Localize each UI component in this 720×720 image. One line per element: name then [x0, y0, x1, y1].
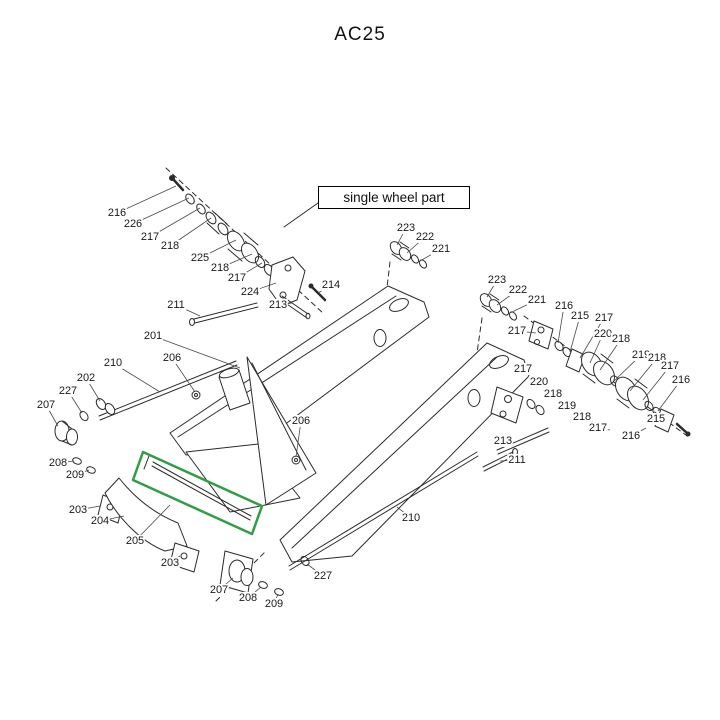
part-label-217: 217 — [593, 311, 615, 325]
part-label-223: 223 — [395, 221, 417, 235]
part-label-206: 206 — [161, 351, 183, 365]
part-label-215: 215 — [645, 412, 667, 426]
part-label-215: 215 — [569, 309, 591, 323]
fork-wheel — [373, 329, 387, 347]
part-label-216: 216 — [553, 299, 575, 313]
page-title: AC25 — [334, 24, 386, 45]
rod — [288, 451, 478, 567]
pin — [310, 285, 327, 302]
part-label-219: 219 — [630, 348, 652, 362]
part-label-216: 216 — [620, 429, 642, 443]
callout-leader — [283, 202, 319, 228]
part-label-207: 207 — [35, 398, 57, 412]
clevis-bracket — [528, 320, 554, 350]
part-label-221: 221 — [526, 293, 548, 307]
wheel-bracket — [268, 256, 306, 307]
bolt — [171, 177, 185, 192]
steering-arm — [104, 477, 188, 552]
part-label-203: 203 — [159, 556, 181, 570]
part-label-217: 217 — [659, 359, 681, 373]
part-label-210: 210 — [400, 511, 422, 525]
part-label-216: 216 — [670, 373, 692, 387]
part-label-211: 211 — [507, 453, 527, 467]
part-label-203: 203 — [67, 503, 89, 517]
part-label-219: 219 — [556, 399, 578, 413]
part-label-227: 227 — [57, 384, 79, 398]
part-label-225: 225 — [189, 251, 211, 265]
part-label-216: 216 — [106, 206, 128, 220]
part-label-213: 213 — [492, 434, 514, 448]
part-label-206: 206 — [290, 414, 312, 428]
axis-line — [165, 167, 325, 315]
part-label-204: 204 — [89, 514, 111, 528]
part-label-217: 217 — [587, 421, 609, 435]
part-label-222: 222 — [414, 230, 436, 244]
part-label-202: 202 — [75, 371, 97, 385]
part-label-218: 218 — [571, 410, 593, 424]
clevis-bracket — [490, 386, 524, 424]
part-label-223: 223 — [486, 273, 508, 287]
part-label-218: 218 — [610, 332, 632, 346]
part-label-217: 217 — [512, 362, 534, 376]
part-label-208: 208 — [47, 456, 69, 470]
leader-line-201 — [152, 335, 241, 369]
leader-line-217 — [579, 317, 605, 359]
single-wheel-part-callout: single wheel part — [318, 186, 470, 209]
part-label-211: 211 — [166, 298, 186, 312]
part-label-201: 201 — [142, 329, 164, 343]
part-label-222: 222 — [507, 283, 529, 297]
part-label-207: 207 — [208, 583, 230, 597]
leader-line-216 — [557, 305, 565, 344]
part-label-217: 217 — [506, 324, 528, 338]
highlight-box — [131, 450, 264, 536]
shaft-205 — [152, 461, 252, 517]
part-label-214: 214 — [320, 278, 342, 292]
part-label-221: 221 — [430, 242, 452, 256]
part-label-218: 218 — [209, 261, 231, 275]
fork-wheel — [467, 389, 481, 407]
a-frame — [246, 356, 317, 506]
part-label-213: 213 — [267, 298, 289, 312]
part-label-209: 209 — [263, 597, 285, 611]
part-label-205: 205 — [124, 534, 146, 548]
washer — [254, 256, 266, 268]
part-label-218: 218 — [542, 387, 564, 401]
callout-label: single wheel part — [343, 190, 445, 205]
upper-fork — [169, 285, 430, 456]
part-label-224: 224 — [239, 285, 261, 299]
rod — [193, 302, 258, 320]
part-label-227: 227 — [312, 569, 334, 583]
washer — [185, 193, 195, 205]
part-label-218: 218 — [159, 239, 181, 253]
washer — [196, 203, 206, 215]
part-label-217: 217 — [226, 271, 248, 285]
part-label-220: 220 — [528, 375, 550, 389]
part-label-220: 220 — [592, 327, 614, 341]
part-label-209: 209 — [64, 468, 86, 482]
rod — [98, 360, 237, 417]
part-label-208: 208 — [237, 591, 259, 605]
link-plate — [565, 348, 586, 373]
part-label-210: 210 — [102, 356, 124, 370]
part-label-226: 226 — [122, 217, 144, 231]
part-label-217: 217 — [139, 230, 161, 244]
